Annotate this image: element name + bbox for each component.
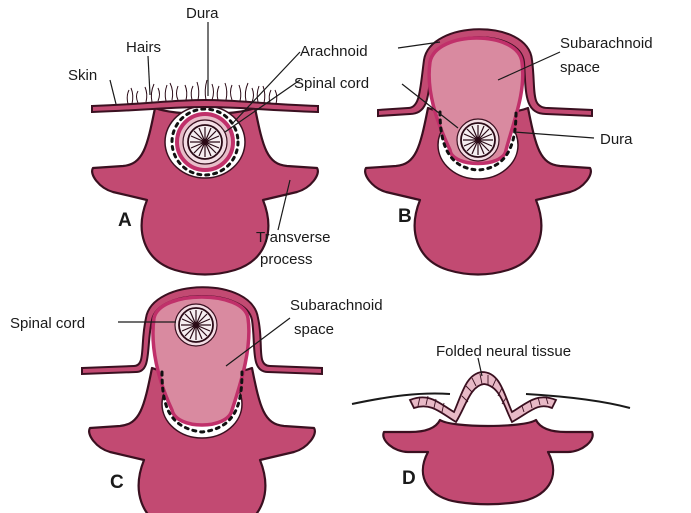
label-space-c: space (294, 321, 334, 338)
label-hairs: Hairs (126, 39, 161, 56)
panel-c: Spinal cord Subarachnoid space C (10, 287, 383, 513)
spinal-cord-b (461, 123, 495, 157)
panel-label-b: B (398, 206, 412, 227)
label-arachnoid: Arachnoid (300, 43, 368, 60)
label-skin: Skin (68, 67, 97, 84)
label-subarachnoid-b: Subarachnoid (560, 35, 653, 52)
vertebra-d (383, 420, 592, 504)
spinal-cord-a (188, 125, 222, 159)
label-space-b: space (560, 59, 600, 76)
label-dura-b: Dura (600, 131, 633, 148)
panel-b: Subarachnoid space Dura B (365, 29, 652, 274)
label-spinal-cord-c: Spinal cord (10, 315, 85, 332)
panel-a: Skin Hairs Dura Arachnoid Spinal cord Tr… (68, 5, 369, 275)
spinal-cord-c (179, 308, 213, 342)
label-folded-neural-tissue: Folded neural tissue (436, 343, 571, 360)
label-dura-a: Dura (186, 5, 219, 22)
panel-d: Folded neural tissue D (352, 343, 630, 504)
folded-neural-tissue (410, 372, 556, 422)
label-transverse: Transverse (256, 229, 330, 246)
label-process: process (260, 251, 313, 268)
label-subarachnoid-c: Subarachnoid (290, 297, 383, 314)
panel-label-c: C (110, 472, 124, 493)
label-spinal-cord-a: Spinal cord (294, 75, 369, 92)
panel-label-d: D (402, 468, 416, 489)
panel-label-a: A (118, 210, 132, 231)
